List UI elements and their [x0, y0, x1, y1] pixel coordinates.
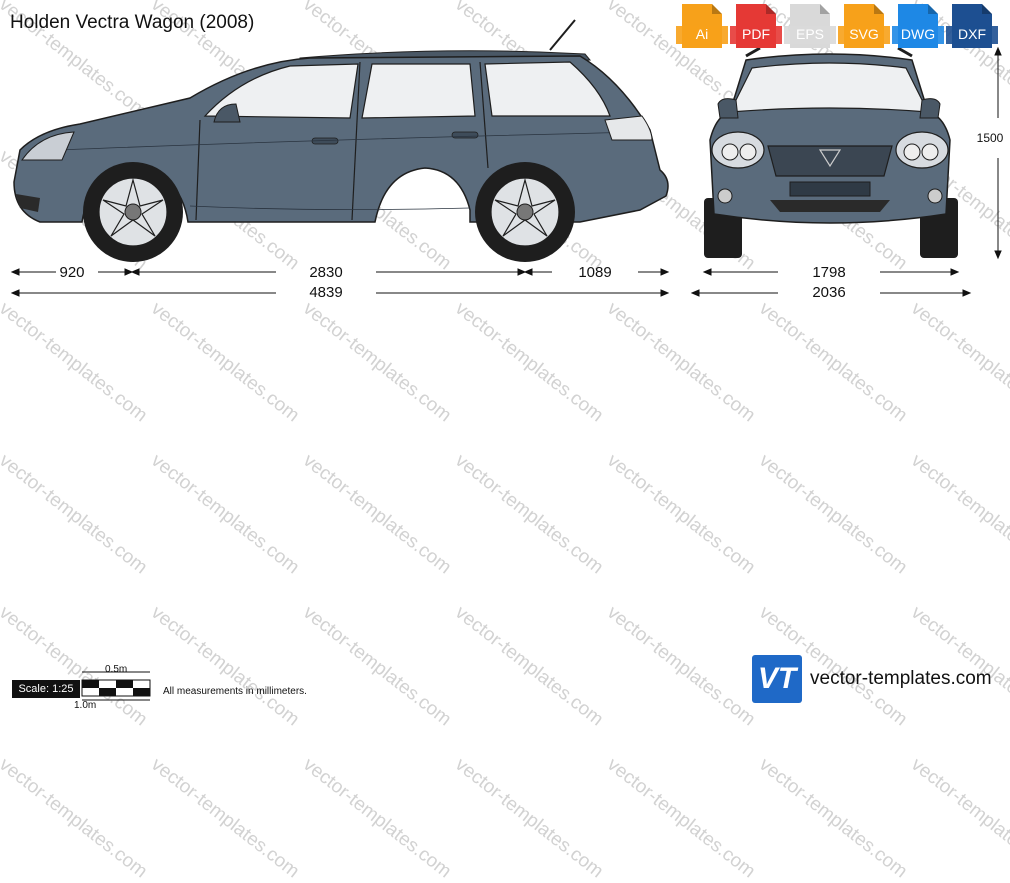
dim-front-overhang: 920 — [59, 264, 85, 281]
format-badge-ai[interactable]: Ai — [676, 4, 728, 48]
dim-rear-overhang: 1089 — [578, 264, 612, 281]
watermark-text: vector-templates.com — [147, 754, 304, 883]
side-window-rear — [361, 63, 476, 119]
dim-height: 1500 — [976, 131, 1004, 145]
format-badge-dxf[interactable]: DXF — [946, 4, 998, 48]
dimension-lines — [10, 46, 1002, 297]
vt-logo-icon[interactable]: VT — [752, 655, 802, 703]
format-badge-label: DXF — [958, 26, 986, 42]
windshield — [728, 62, 930, 113]
rear-wheel — [475, 162, 575, 262]
grille — [767, 145, 893, 177]
watermark-text: vector-templates.com — [755, 754, 912, 883]
watermark-text: vector-templates.com — [0, 754, 152, 883]
format-badge-label: SVG — [849, 26, 879, 42]
format-badge-label: DWG — [900, 26, 936, 42]
dim-wheelbase: 2830 — [309, 264, 343, 281]
format-badge-pdf[interactable]: PDF — [730, 4, 782, 48]
scale-half-meter: 0.5m — [105, 664, 128, 675]
logo-text-link[interactable]: vector-templates.com — [810, 668, 992, 689]
car-blueprint — [10, 19, 1002, 701]
front-view — [704, 46, 958, 258]
page-title: Holden Vectra Wagon (2008) — [10, 12, 255, 33]
scale-one-meter: 1.0m — [74, 700, 97, 711]
watermark-text: vector-templates.com — [299, 754, 456, 883]
side-window-quarter — [484, 61, 611, 117]
watermark-text: vector-templates.com — [451, 754, 608, 883]
front-wheel — [83, 162, 183, 262]
watermark-text: vector-templates.com — [907, 754, 1010, 883]
format-badge-svg[interactable]: SVG — [838, 4, 890, 48]
side-view — [13, 19, 669, 262]
format-badge-eps[interactable]: EPS — [784, 4, 836, 48]
format-badge-label: PDF — [742, 26, 770, 42]
side-window-front — [203, 63, 359, 119]
dim-track: 1798 — [812, 264, 846, 281]
measurement-note: All measurements in millimeters. — [163, 686, 307, 697]
scale-bar — [81, 671, 151, 701]
dim-width: 2036 — [812, 284, 846, 301]
watermark-text: vector-templates.com — [603, 754, 760, 883]
dim-length: 4839 — [309, 284, 343, 301]
scale-label: Scale: 1:25 — [12, 680, 80, 698]
format-badge-label: Ai — [695, 26, 709, 42]
format-badge-label: EPS — [795, 26, 824, 42]
format-badge-dwg[interactable]: DWG — [892, 4, 944, 48]
